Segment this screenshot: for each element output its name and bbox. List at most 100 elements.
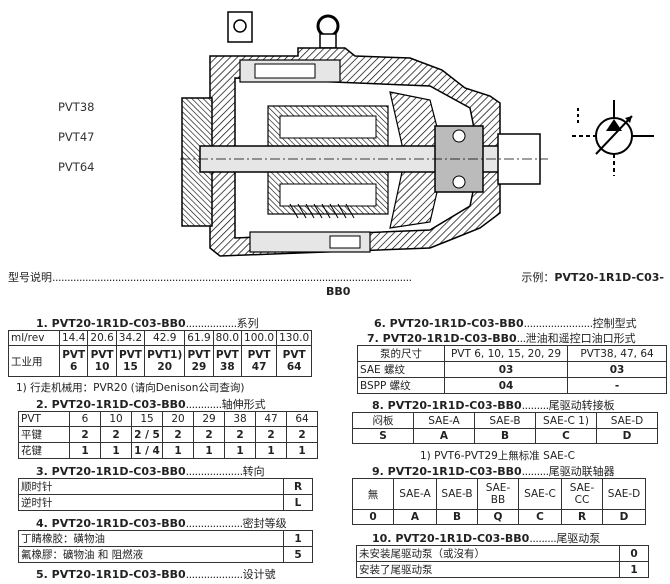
example-value: PVT20-1R1D-C03- [554,271,664,284]
cell: A [393,509,437,525]
cell: SAE- CC [561,478,603,510]
cell: PVT1)20 [144,345,186,377]
cell: 1 / 4 [131,442,163,459]
cell: SAE-D [596,412,658,429]
cell: 2 [255,426,287,443]
section7-code: 7. PVT20-1R1D-C03-BB0 [367,332,517,345]
cell: SAE-A [413,412,475,429]
section3-name: 转向 [242,465,265,478]
cell: 10 [100,411,132,427]
adapter-plate-table: 闷板 SAE-A SAE-B SAE-C 1) SAE-D S A B C D [352,412,658,444]
cell-label: 丁睛橡胶：磺物油 [18,530,284,547]
cell: 1 [283,530,313,547]
section5-title: 5. PVT20-1R1D-C03-BB0...................… [36,568,276,581]
cell: 42.9 [144,330,186,346]
header-title: 型号说明 [8,271,52,284]
cell-label: 泵的尺寸 [357,345,445,362]
cell-label: 平键 [18,426,70,443]
cell: D [602,509,646,525]
cell: B [474,428,536,444]
cell: 15 [131,411,163,427]
section10-code: 10. PVT20-1R1D-C03-BB0 [372,532,530,545]
cell: SAE-B [474,412,536,429]
section1-note: 1) 行走机械用：PVR20 (请向Denison公司查询) [16,382,245,394]
cell: 20 [162,411,194,427]
coupling-table: 無 SAE-A SAE-B SAE- BB SAE-C SAE- CC SAE-… [352,478,646,525]
cell: 29 [193,411,225,427]
section8-name: 尾驱动转接板 [548,399,615,412]
section8-note: 1) PVT6-PVT29上無标准 SAE-C [420,450,575,462]
cell: 2 [69,426,101,443]
cell: 1 [224,442,256,459]
cell-label: ml/rev [8,330,60,346]
cell: 1 [100,442,132,459]
example-prefix: 示例： [521,271,555,284]
cell-label: SAE 螺纹 [357,361,445,378]
cell: D [596,428,658,444]
cell: 61.9 [184,330,214,346]
cell: 0 [619,545,649,562]
cell: 2 [193,426,225,443]
cell: A [413,428,475,444]
cell-label: 安装了尾驱动泵 [356,561,620,578]
cell: SAE-D [602,478,646,510]
section6-title: 6. PVT20-1R1D-C03-BB0...................… [374,317,637,330]
cell-label: 逆时针 [18,494,284,511]
section4-name: 密封等级 [242,517,287,530]
cell: 64 [286,411,318,427]
cell: 2 [224,426,256,443]
section4-title: 4. PVT20-1R1D-C03-BB0...................… [36,517,287,530]
section3-code: 3. PVT20-1R1D-C03-BB0 [36,465,186,478]
section6-name: 控制型式 [592,317,637,330]
model-label-pvt47: PVT47 [58,130,95,144]
cell-label: PVT [18,411,70,427]
example-continued: BB0 [326,285,351,298]
cell: 1 [193,442,225,459]
cell: 1 [255,442,287,459]
cell: 1 [286,442,318,459]
cell: 130.0 [276,330,313,346]
cell-label: 未安装尾驱动泵（或沒有） [356,545,620,562]
cell: 100.0 [241,330,278,346]
cell: 2 [162,426,194,443]
section9-title: 9. PVT20-1R1D-C03-BB0.........尾驱动联轴器 [372,465,615,478]
cell-label: 顺时针 [18,478,284,495]
cell: 5 [283,546,313,563]
cell-label: BSPP 螺纹 [357,377,445,394]
section5-code: 5. PVT20-1R1D-C03-BB0 [36,568,186,581]
section2-code: 2. PVT20-1R1D-C03-BB0 [36,398,186,411]
cell: 1 [69,442,101,459]
model-label-pvt38: PVT38 [58,100,95,114]
section8-title: 8. PVT20-1R1D-C03-BB0.........尾驱动转接板 [372,399,615,412]
cell: SAE-B [436,478,478,510]
model-label-pvt64: PVT64 [58,160,95,174]
example-code: 示例：PVT20-1R1D-C03- [519,269,664,285]
cell: - [567,377,667,394]
cell: 2 / 5 [131,426,163,443]
section1-name: 系列 [236,317,259,330]
section1-code: 1. PVT20-1R1D-C03-BB0 [36,317,186,330]
section8-code: 8. PVT20-1R1D-C03-BB0 [372,399,522,412]
pump-cross-section-drawing [180,11,548,257]
cell-label: 闷板 [352,412,414,429]
cell: Q [477,509,519,525]
section6-code: 6. PVT20-1R1D-C03-BB0 [374,317,524,330]
section1-title: 1. PVT20-1R1D-C03-BB0.................系列 [36,317,259,330]
cell: 14.4 [58,330,89,346]
cell: 2 [100,426,132,443]
section9-code: 9. PVT20-1R1D-C03-BB0 [372,465,522,478]
section10-title: 10. PVT20-1R1D-C03-BB0.........尾驱动泵 [372,532,601,545]
cell: 80.0 [212,330,243,346]
cell: C [535,428,597,444]
cell: 2 [286,426,318,443]
cell: SAE-A [393,478,437,510]
hydraulic-pump-symbol-icon [572,100,654,176]
